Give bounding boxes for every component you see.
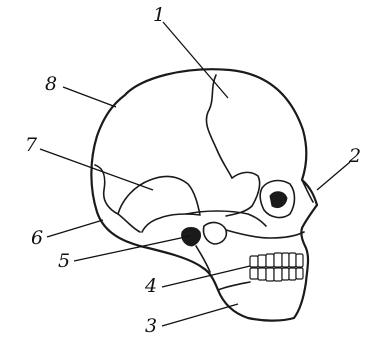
upper-tooth [282, 253, 289, 267]
mandible-line [218, 282, 250, 290]
sphenoid-wing [226, 172, 260, 216]
leader-line-2 [317, 162, 350, 190]
label-8: 8 [45, 73, 57, 95]
upper-tooth [258, 255, 266, 267]
upper-tooth [289, 253, 296, 267]
label-1: 1 [153, 4, 165, 26]
upper-teeth [250, 253, 303, 267]
orbit-shadow [270, 192, 287, 208]
label-4: 4 [144, 275, 157, 297]
zygomatic-arch [186, 211, 266, 226]
label-3: 3 [145, 315, 157, 337]
lower-tooth [282, 268, 289, 280]
upper-tooth [296, 254, 303, 267]
lower-tooth [274, 268, 282, 281]
leader-line-1 [163, 22, 228, 98]
leader-line-3 [162, 304, 238, 326]
label-5: 5 [58, 250, 70, 272]
coronal-suture [206, 75, 232, 178]
label-7: 7 [25, 134, 38, 156]
upper-tooth [274, 253, 282, 267]
lower-tooth [250, 268, 258, 279]
lower-tooth [258, 268, 266, 280]
label-2: 2 [348, 145, 361, 167]
mandible-condyle [203, 223, 226, 244]
leader-line-6 [47, 220, 103, 237]
temporal-squama-outline [118, 177, 200, 232]
lower-tooth [289, 268, 296, 280]
leader-line-7 [40, 149, 153, 190]
upper-tooth [266, 254, 274, 267]
leader-line-5 [74, 236, 190, 261]
upper-tooth [250, 256, 258, 267]
maxilla [226, 230, 304, 238]
label-6: 6 [31, 227, 43, 249]
lower-tooth [296, 268, 303, 279]
lower-teeth [250, 268, 303, 281]
lower-tooth [266, 268, 274, 281]
leader-line-8 [63, 87, 116, 107]
